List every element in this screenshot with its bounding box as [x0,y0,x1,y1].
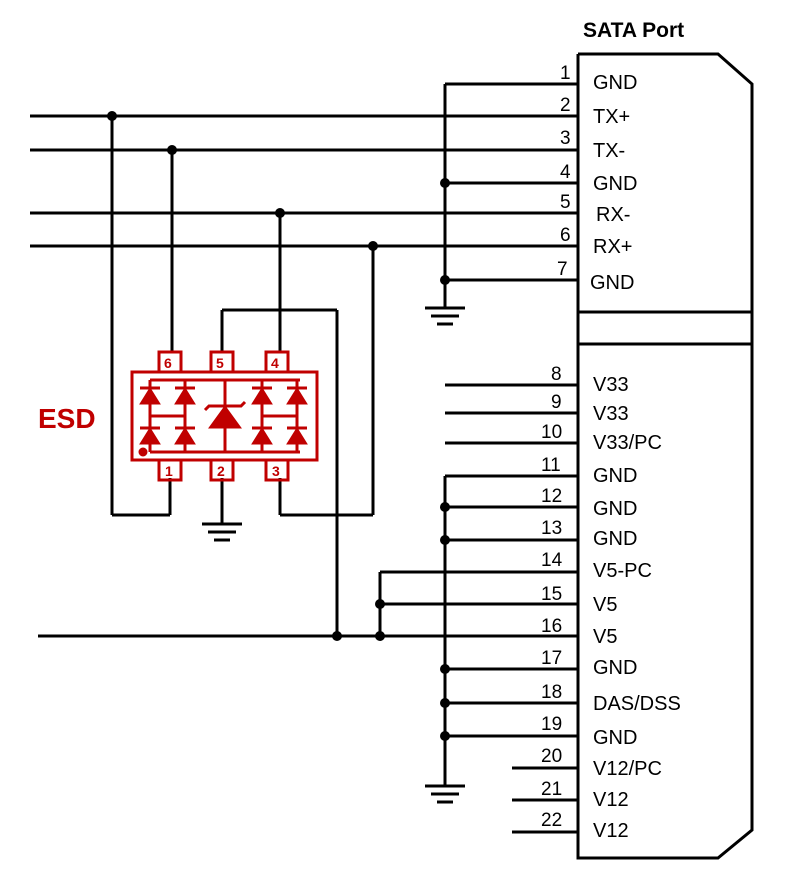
esd-pin-label: 2 [217,463,225,479]
pin-number: 15 [541,584,562,605]
esd-pin1-marker [138,447,148,457]
pin-texts: 1 GND 2 TX+ 3 TX- 4 GND 5 RX- 6 RX+ 7 GN… [541,63,681,842]
junction-dot [440,275,450,285]
junction-dot [440,535,450,545]
pin-number: 3 [560,128,571,149]
pin-label: V12 [593,820,629,842]
esd-diode-icon [139,426,161,445]
esd-device: ESD 6 5 4 1 2 3 [38,350,319,482]
pin-label: DAS/DSS [593,693,681,715]
pin-label: V12 [593,789,629,811]
esd-diode-icon [286,426,308,445]
esd-connections [107,111,378,636]
ground-symbol [202,522,242,542]
pin-number: 14 [541,550,563,571]
pin-label: GND [593,498,637,520]
pin-number: 13 [541,518,562,539]
esd-pin-box [209,458,235,482]
power-lines [38,383,578,834]
pin-number: 10 [541,422,562,443]
pin-label: V5 [593,594,617,616]
junction-dot [375,631,385,641]
pin-number: 16 [541,616,562,637]
junction-dot [440,178,450,188]
esd-pin-label: 5 [216,355,224,371]
pin-number: 17 [541,648,562,669]
junction-dot [275,208,285,218]
pin-label: V33 [593,403,629,425]
pin-number: 18 [541,682,562,703]
esd-zener-diode-icon [203,400,247,429]
pin-number: 6 [560,225,571,246]
esd-pin-label: 1 [165,463,173,479]
esd-pin-label: 3 [272,463,280,479]
pin-number: 9 [551,392,562,413]
esd-diode-icon [251,386,273,405]
pin-label: TX- [593,140,625,162]
pin-number: 2 [560,95,571,116]
pin-label: V12/PC [593,758,662,780]
pin-label: GND [593,465,637,487]
connector-title: SATA Port [583,19,684,42]
pin-label: V5-PC [593,560,652,582]
pin-label: TX+ [593,106,630,128]
junction-dot [440,698,450,708]
pin-label: V5 [593,626,617,648]
pin-label: V33 [593,374,629,396]
signal-ground-bus [425,82,578,326]
esd-pin-box [264,350,290,374]
esd-pin-label: 4 [271,355,279,371]
esd-pin-box [209,350,235,374]
pin-number: 21 [541,779,562,800]
pin-number: 12 [541,486,562,507]
esd-diode-icon [286,386,308,405]
esd-pin-box [157,350,183,374]
pin-number: 5 [560,192,571,213]
pin-label: GND [593,72,637,94]
pin-label: GND [593,528,637,550]
signal-lines [30,114,578,248]
ground-symbol [425,306,465,326]
pin-number: 11 [541,455,561,476]
junction-dot [332,631,342,641]
sata-connector: SATA Port [576,19,754,860]
esd-diode-icon [174,426,196,445]
junction-dot [440,502,450,512]
pin-label: RX+ [593,236,632,258]
pin-number: 19 [541,714,562,735]
pin-number: 8 [551,364,562,385]
pin-label: GND [593,657,637,679]
esd-diode-icon [139,386,161,405]
junction-dot [440,731,450,741]
pin-label: GND [593,173,637,195]
esd-label: ESD [38,403,96,434]
junction-dot [440,664,450,674]
esd-pin-label: 6 [164,355,172,371]
esd-pin-box [264,458,290,482]
pin-label: GND [593,727,637,749]
junction-dot [167,145,177,155]
pin-label: GND [590,272,634,294]
pin-number: 7 [557,259,568,280]
esd-diode-icon [174,386,196,405]
pin-label: V33/PC [593,432,662,454]
esd-pin-box [157,458,183,482]
connector-outline [576,52,754,860]
pin-number: 20 [541,746,562,767]
ground-symbol [425,784,465,804]
esd-diode-icon [251,426,273,445]
junction-dot [107,111,117,121]
junction-dot [368,241,378,251]
pin-number: 1 [560,63,571,84]
junction-dot [375,599,385,609]
pin-number: 4 [560,162,571,183]
pin-number: 22 [541,810,562,831]
pin-label: RX- [596,204,630,226]
